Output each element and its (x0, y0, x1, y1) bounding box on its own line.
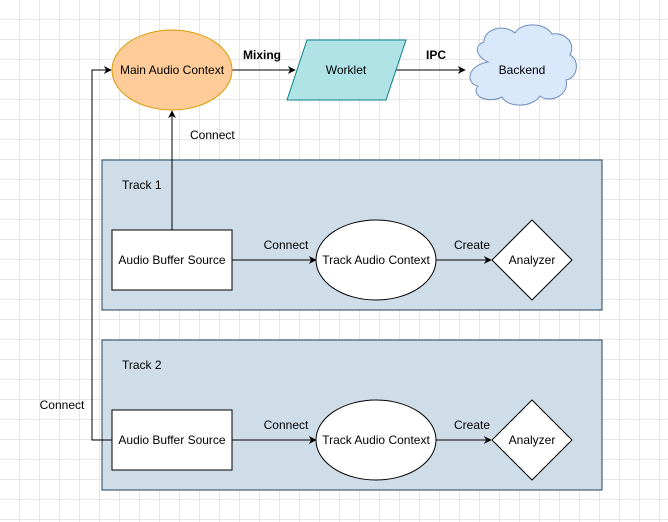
track-2-audio-buffer-source-label: Audio Buffer Source (118, 433, 226, 447)
track-1-label: Track 1 (122, 178, 162, 192)
track-1-audio-buffer-source-label: Audio Buffer Source (118, 253, 226, 267)
edge-label-ipc: IPC (426, 48, 446, 62)
backend-node[interactable] (469, 24, 577, 106)
track-2-analyzer-label: Analyzer (509, 433, 556, 447)
track-1-audio-context-node[interactable] (315, 219, 437, 301)
edge-label-track2-source-to-context: Connect (264, 418, 309, 432)
track-1-analyzer-label: Analyzer (509, 253, 556, 267)
main-audio-context-node[interactable] (111, 29, 233, 111)
track-2-analyzer-node[interactable] (491, 399, 573, 481)
track-2-label: Track 2 (122, 358, 162, 372)
track-2-audio-context-node[interactable] (315, 399, 437, 481)
main-audio-context-label: Main Audio Context (120, 63, 225, 77)
edge-track2-to-main (91, 66, 112, 441)
worklet-node[interactable] (286, 39, 407, 101)
backend-label: Backend (499, 63, 546, 77)
edge-label-track1-to-main: Connect (190, 128, 235, 142)
track-2-audio-context-label: Track Audio Context (322, 433, 430, 447)
track-2-audio-buffer-source-node[interactable] (111, 409, 233, 471)
edge-label-track1-context-to-analyzer: Create (454, 238, 490, 252)
track-1-analyzer-node[interactable] (491, 219, 573, 301)
edge-label-track1-source-to-context: Connect (264, 238, 309, 252)
edge-label-track2-to-main: Connect (40, 398, 85, 412)
track-1-audio-buffer-source-node[interactable] (111, 229, 233, 291)
edge-label-track2-context-to-analyzer: Create (454, 418, 490, 432)
track-1-audio-context-label: Track Audio Context (322, 253, 430, 267)
edge-label-mixing: Mixing (243, 48, 281, 62)
worklet-label: Worklet (326, 63, 367, 77)
